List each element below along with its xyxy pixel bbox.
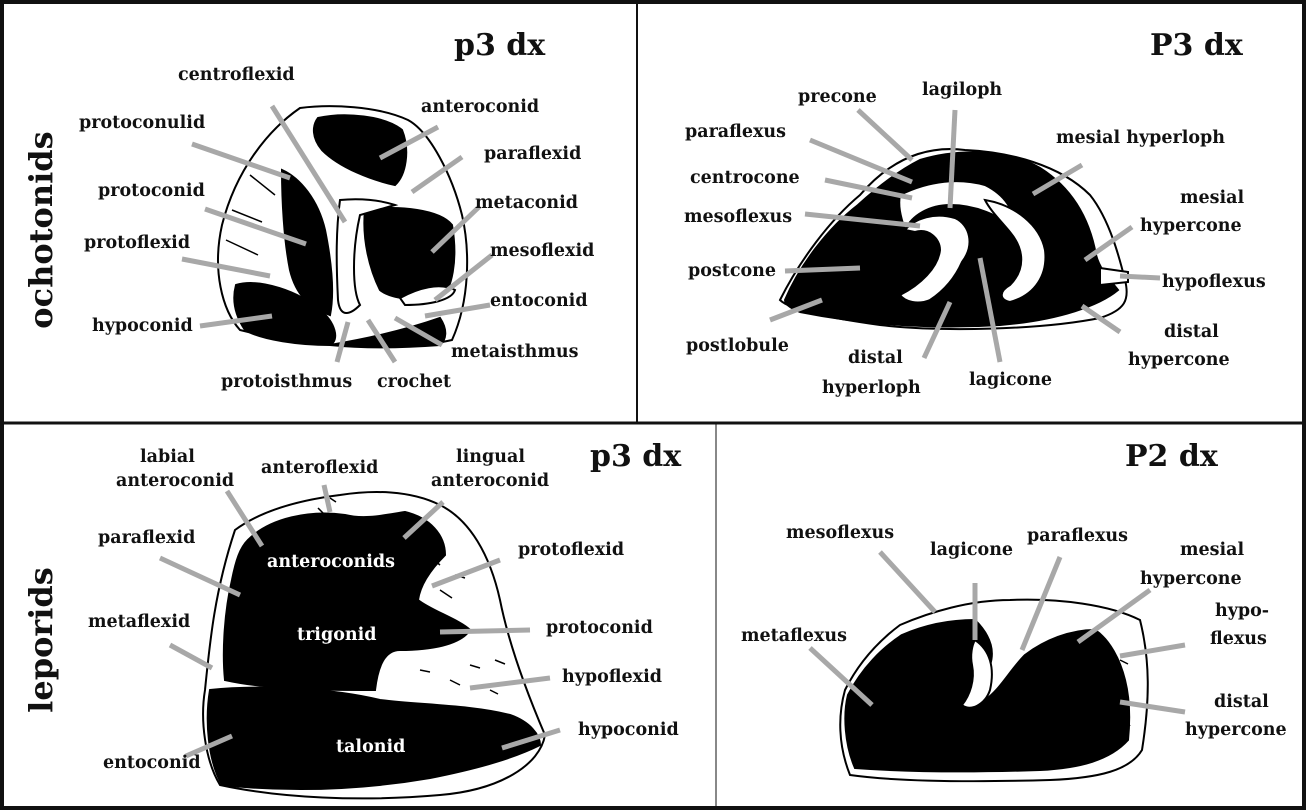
label-crochet: crochet [377, 372, 451, 392]
label-protoisthmus: protoisthmus [221, 372, 352, 392]
label-protoflexid: protoflexid [518, 540, 624, 560]
label-paraflexus: paraflexus [685, 122, 786, 142]
label-entoconid: entoconid [490, 291, 588, 311]
label-protoconulid: protoconulid [79, 113, 205, 133]
label-mesoflexus: mesoflexus [684, 207, 792, 227]
panel-leporid-P2: P2 dx mesoflexus lagicone paraflexus mes… [741, 439, 1287, 781]
side-label-ochotonids: ochotonids [22, 131, 60, 328]
label-metaflexid: metaflexid [88, 612, 190, 632]
label-anteroflexid: anteroflexid [261, 458, 378, 478]
label-distal-hypercone-1: distal [1214, 692, 1269, 712]
panel-leporid-p3: p3 dx labial anteroconid anteroflexid [88, 439, 682, 798]
label-lagicone: lagicone [930, 540, 1013, 560]
label-paraflexid: paraflexid [98, 528, 195, 548]
label-hypoflexid: hypoflexid [562, 667, 662, 687]
panel-ochotonid-P3: P3 dx lagiloph preco [684, 28, 1266, 398]
panel-ochotonid-p3: p3 dx [79, 28, 594, 392]
label-anteroconid: anteroconid [421, 97, 539, 117]
label-mesial-hypercone-1: mesial [1180, 188, 1244, 208]
label-mesial-hyperloph: mesial hyperloph [1056, 128, 1225, 148]
label-centroflexid: centroflexid [178, 65, 295, 85]
label-anteroconids: anteroconids [267, 552, 395, 572]
label-distal-hyperloph-2: hyperloph [822, 378, 921, 398]
label-precone: precone [798, 87, 877, 107]
label-mesial-hypercone-2: hypercone [1140, 569, 1242, 589]
label-labial-anteroconid-2: anteroconid [116, 471, 234, 491]
label-postlobule: postlobule [686, 336, 789, 356]
label-distal-hypercone-1: distal [1164, 322, 1219, 342]
label-distal-hypercone-2: hypercone [1128, 350, 1230, 370]
label-hypoconid: hypoconid [578, 720, 679, 740]
label-hypoflexus-2: flexus [1210, 629, 1267, 649]
label-lagicone: lagicone [969, 370, 1052, 390]
label-hypoconid: hypoconid [92, 316, 193, 336]
label-talonid: talonid [336, 737, 405, 757]
label-mesoflexid: mesoflexid [490, 241, 594, 261]
label-labial-anteroconid-1: labial [140, 447, 195, 467]
label-paraflexus: paraflexus [1027, 526, 1128, 546]
label-mesial-hypercone-1: mesial [1180, 540, 1244, 560]
panel-title: P2 dx [1125, 439, 1219, 474]
label-lingual-anteroconid-2: anteroconid [431, 471, 549, 491]
label-distal-hypercone-2: hypercone [1185, 720, 1287, 740]
label-distal-hyperloph-1: distal [848, 348, 903, 368]
label-metaconid: metaconid [475, 193, 578, 213]
label-lingual-anteroconid-1: lingual [456, 447, 525, 467]
label-lagiloph: lagiloph [922, 80, 1002, 100]
label-protoflexid: protoflexid [84, 233, 190, 253]
label-centrocone: centrocone [690, 168, 800, 188]
label-postcone: postcone [688, 261, 776, 281]
label-paraflexid: paraflexid [484, 144, 581, 164]
label-mesial-hypercone-2: hypercone [1140, 216, 1242, 236]
label-entoconid: entoconid [103, 753, 201, 773]
panel-title: p3 dx [454, 28, 546, 63]
label-metaisthmus: metaisthmus [451, 342, 579, 362]
label-metaflexus: metaflexus [741, 626, 847, 646]
side-label-leporids: leporids [22, 567, 60, 713]
label-hypoflexus-1: hypo- [1215, 601, 1269, 621]
label-hypoflexus: hypoflexus [1162, 272, 1266, 292]
panel-title: p3 dx [590, 439, 682, 474]
label-mesoflexus: mesoflexus [786, 523, 894, 543]
label-protoconid: protoconid [98, 181, 205, 201]
panel-title: P3 dx [1150, 28, 1244, 63]
label-protoconid: protoconid [546, 618, 653, 638]
label-trigonid: trigonid [297, 625, 376, 645]
